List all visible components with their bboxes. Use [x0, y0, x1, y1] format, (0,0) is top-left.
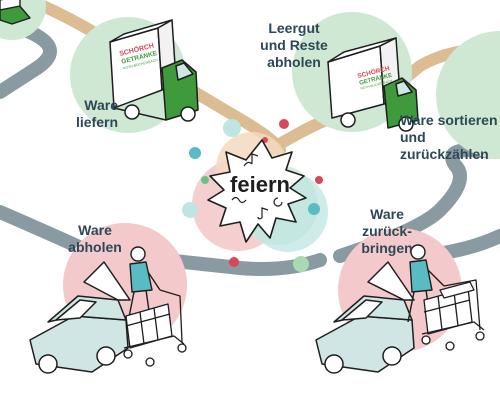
truck-wheel	[180, 106, 196, 122]
cart-pickup	[123, 289, 187, 367]
person-return	[407, 244, 445, 323]
truck-wheel	[124, 104, 140, 120]
car-wheel	[38, 354, 58, 374]
label-pickup: Ware abholen	[68, 222, 122, 255]
person-shirt	[129, 261, 153, 293]
car-wheel	[382, 346, 402, 366]
car-wheel	[96, 346, 116, 366]
car-pickup	[29, 261, 131, 374]
empties-truck	[327, 37, 419, 132]
cart-wheel	[177, 343, 187, 353]
car-return	[315, 261, 415, 374]
truck-wheel	[340, 112, 356, 128]
car-window	[55, 299, 97, 321]
label-party: feiern	[230, 172, 290, 197]
label-deliver: Ware liefern	[75, 97, 118, 130]
label-sort-return: Ware sortieren und zurückzählen	[400, 112, 498, 162]
label-collect-empties: Leergut und Reste abholen	[260, 20, 328, 70]
truck2-window	[395, 80, 413, 97]
truck-wheel	[398, 116, 414, 132]
person-head	[130, 246, 146, 262]
swirl-icon	[273, 197, 283, 207]
party-star-shape	[207, 139, 307, 243]
music-note-icon-2	[257, 207, 269, 220]
music-note-icon	[243, 153, 259, 167]
cart-wheel	[145, 357, 155, 367]
cart-handle	[159, 289, 183, 343]
cart-wheel	[123, 349, 133, 359]
truck-top-left	[0, 0, 31, 25]
label-bring-back: Ware zurück- bringen	[361, 206, 413, 256]
delivery-truck	[109, 19, 199, 122]
car-trunk-lid	[83, 261, 131, 301]
circle-sort	[436, 31, 500, 159]
car-wheel	[324, 354, 344, 374]
cart-frame	[123, 335, 185, 349]
svg-text:ROTH-BÜCHENBACH: ROTH-BÜCHENBACH	[360, 79, 393, 91]
road-grey-top-left	[0, 23, 57, 99]
truck-window	[175, 62, 194, 81]
squiggle-icon	[231, 196, 247, 204]
party-star-badge	[207, 139, 307, 243]
cart-return	[421, 279, 485, 351]
